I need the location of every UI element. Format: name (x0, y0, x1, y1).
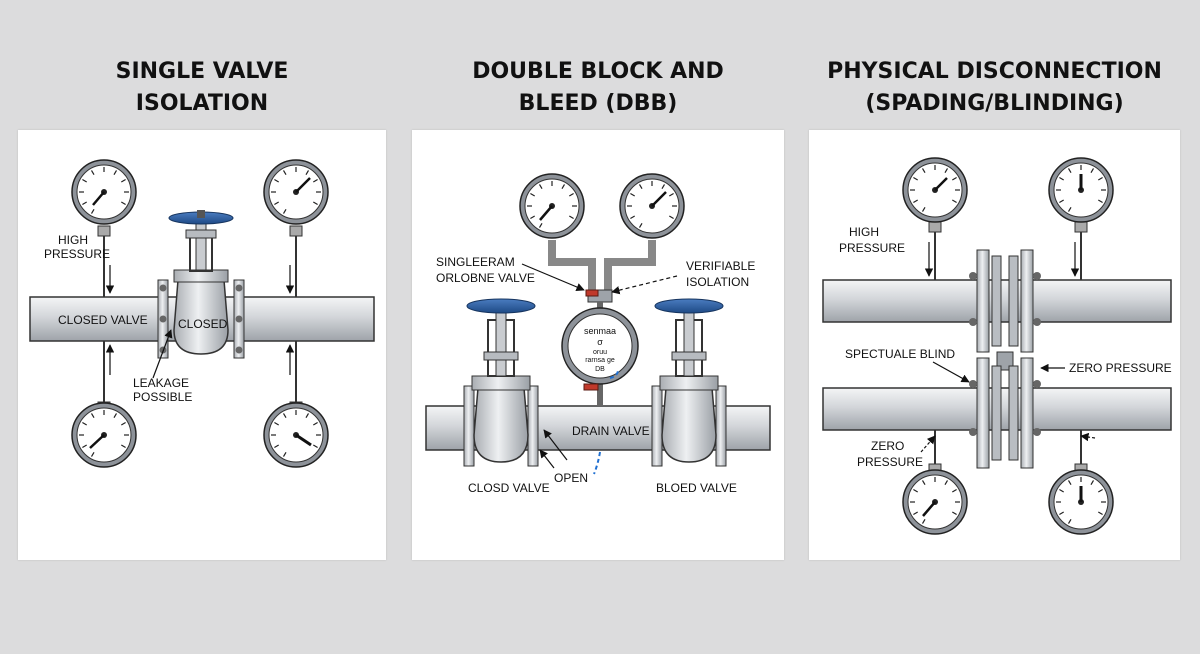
gauge-text: oruu (593, 349, 607, 356)
label-leakage-possible: POSSIBLE (133, 390, 192, 404)
pressure-gauge-bottom-left (902, 430, 968, 535)
gauge-text: senmaa (584, 326, 616, 336)
label-high-pressure: HIGH (58, 233, 88, 247)
gauge-text: rarnsa ge (585, 357, 615, 364)
panel-title-line1: DOUBLE BLOCK AND (472, 59, 724, 84)
arrow (1080, 432, 1096, 442)
label-high-pressure: PRESSURE (839, 241, 905, 255)
label-single-drain: ORLOBNE VALVE (436, 271, 535, 285)
pressure-gauge-top-left (519, 173, 585, 239)
panel-title-line1: PHYSICAL DISCONNECTION (827, 59, 1162, 84)
panel-physical-disconnection: HIGH PRESSURE SPECTUALE BLIND ZERO PRESS… (809, 130, 1180, 560)
block-valve-left (463, 307, 539, 467)
label-bleed-valve: BLOED VALVE (656, 481, 737, 495)
label-verifiable-isolation: VERIFIABLE (686, 259, 755, 273)
flange-right (233, 279, 245, 359)
flange-pair-lower (969, 357, 1041, 469)
arrow (152, 329, 173, 379)
label-zero-pressure: ZERO PRESSURE (1069, 361, 1172, 375)
arrow (543, 429, 568, 461)
pressure-gauge-top-right (1048, 157, 1114, 280)
pressure-gauge-top-left (71, 159, 137, 297)
drain-handle-lower (583, 383, 599, 391)
label-closed: CLOSED (178, 317, 228, 331)
dashed-flow-indicator (609, 369, 619, 379)
label-open: OPEN (554, 471, 588, 485)
handwheel-icon (654, 298, 724, 314)
gauge-text: σ (597, 337, 603, 347)
panel-title-line2: ISOLATION (135, 91, 269, 116)
pressure-gauge-bottom-left (71, 341, 137, 468)
label-spectacle-blind: SPECTUALE BLIND (845, 347, 955, 361)
panel-title-line2: (SPADING/BLINDING) (865, 91, 1124, 116)
label-drain-valve: DRAIN VALVE (572, 424, 650, 438)
label-closed-valve: CLOSD VALVE (468, 481, 550, 495)
pressure-gauge-top-left (902, 157, 968, 280)
arrow (611, 275, 678, 295)
gauge-manifold (548, 240, 656, 303)
arrow (932, 361, 970, 383)
pressure-gauge-top-right (619, 173, 685, 239)
arrow (521, 263, 585, 291)
label-leakage-possible: LEAKAGE (133, 376, 189, 390)
label-high-pressure: PRESSURE (44, 247, 110, 261)
pressure-gauge-bottom-right (1048, 430, 1114, 535)
pressure-gauge-top-right (263, 159, 329, 297)
drain-handle-upper (585, 289, 599, 297)
label-closed-valve: CLOSED VALVE (58, 313, 148, 327)
flange-pair-upper (969, 249, 1041, 353)
label-zero-pressure: PRESSURE (857, 455, 923, 469)
block-valve-right (651, 307, 727, 467)
label-verifiable-isolation: ISOLATION (686, 275, 749, 289)
panel-double-block-and-bleed: senmaa σ oruu rarnsa ge DB SINGLEERAM OR… (412, 130, 784, 560)
dashed-flow-indicator (593, 451, 601, 475)
panel-title-physical-disconnection: PHYSICAL DISCONNECTION (SPADING/BLINDING… (809, 56, 1180, 120)
panel-title-line1: SINGLE VALVE (115, 59, 289, 84)
handwheel-icon (466, 298, 536, 314)
gauge-text: DB (595, 366, 605, 373)
center-gauge (561, 302, 639, 406)
panel-single-valve-isolation: HIGH PRESSURE CLOSED VALVE CLOSED LEAKAG… (18, 130, 386, 560)
flange-left (157, 279, 169, 359)
arrow (920, 435, 936, 453)
panel-title-line2: BLEED (DBB) (518, 91, 678, 116)
label-high-pressure: HIGH (849, 225, 879, 239)
label-single-drain: SINGLEERAM (436, 255, 515, 269)
pressure-gauge-bottom-right (263, 341, 329, 468)
label-zero-pressure: ZERO (871, 439, 904, 453)
handwheel-icon (168, 210, 234, 225)
panel-title-single-valve: SINGLE VALVE ISOLATION (18, 56, 386, 120)
gate-valve (173, 219, 229, 355)
panel-title-dbb: DOUBLE BLOCK AND BLEED (DBB) (412, 56, 784, 120)
arrow (539, 449, 555, 469)
